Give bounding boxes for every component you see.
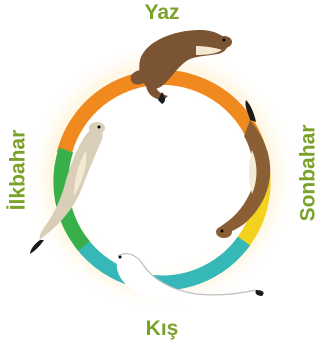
label-autumn: Sonbahar: [298, 125, 319, 222]
label-spring: İlkbahar: [8, 130, 29, 211]
label-summer: Yaz: [144, 2, 179, 23]
label-winter: Kış: [146, 318, 179, 339]
